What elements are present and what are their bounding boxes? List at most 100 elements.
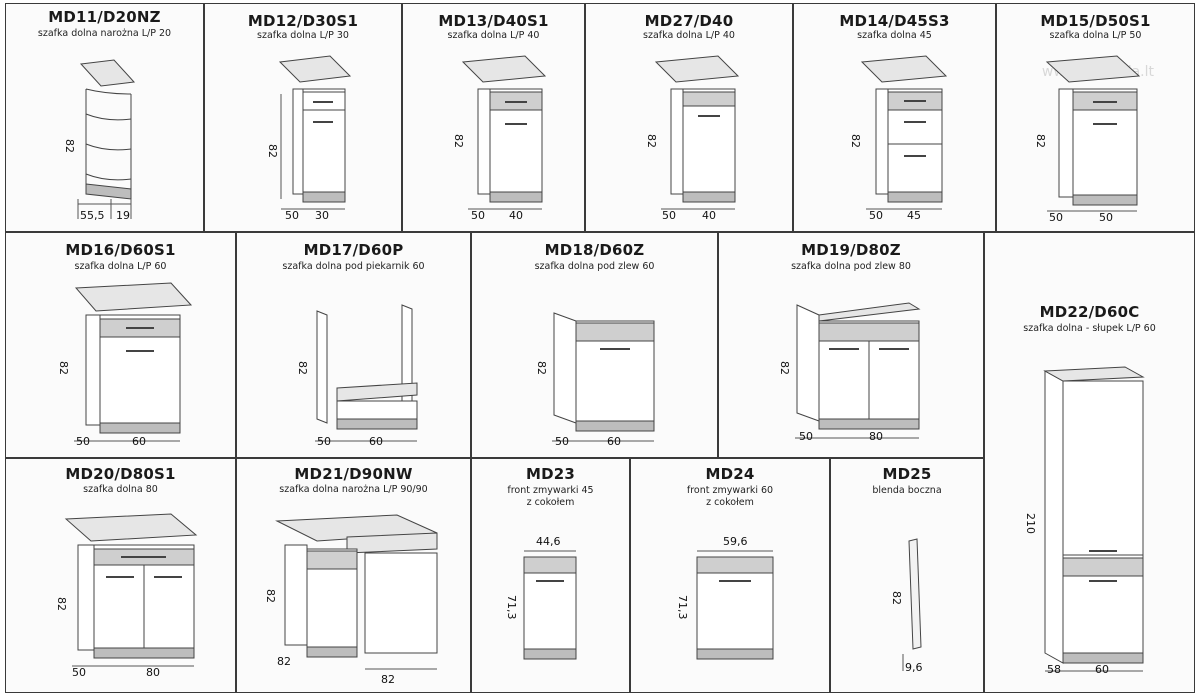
cabinet-desc: szafka dolna L/P 60 [74, 261, 167, 272]
cabinet-code: MD14/D45S3 [839, 12, 950, 30]
cabinet-code: MD25 [882, 465, 932, 483]
cabinet-desc: blenda boczna [872, 485, 942, 496]
width-label: 30 [315, 209, 329, 222]
height-label: 82 [849, 134, 862, 148]
cell-md11[interactable]: MD11/D20NZ szafka dolna narożna L/P 20 8… [5, 3, 204, 232]
depth-label: 50 [317, 435, 331, 448]
depth-label: 50 [471, 209, 485, 222]
cell-md16[interactable]: MD16/D60S1 szafka dolna L/P 60 82 50 60 [5, 232, 236, 458]
depth-label: 50 [285, 209, 299, 222]
depth-label: 50 [555, 435, 569, 448]
cell-md14[interactable]: MD14/D45S3 szafka dolna 45 82 50 45 [793, 3, 996, 232]
depth-label: 50 [662, 209, 676, 222]
height-label: 210 [1024, 513, 1037, 534]
cabinet-code: MD27/D40 [644, 12, 734, 30]
width-label: 60 [369, 435, 383, 448]
cell-md18[interactable]: MD18/D60Z szafka dolna pod zlew 60 82 50… [471, 232, 718, 458]
cell-md21[interactable]: MD21/D90NW szafka dolna narożna L/P 90/9… [236, 458, 471, 693]
height-label: 82 [57, 361, 70, 375]
width-label: 60 [607, 435, 621, 448]
height-label: 82 [452, 134, 465, 148]
cell-md23[interactable]: MD23 front zmywarki 45 z cokołem 44,6 71… [471, 458, 630, 693]
drawing-md22: 210 58 60 [1024, 366, 1145, 676]
width-label: 82 [381, 673, 395, 686]
cell-md22[interactable]: MD22/D60C szafka dolna - słupek L/P 60 2… [984, 232, 1195, 693]
cell-md27[interactable]: MD27/D40 szafka dolna L/P 40 82 50 40 [585, 3, 793, 232]
cabinet-code: MD22/D60C [1039, 303, 1140, 321]
height-label: 82 [264, 589, 277, 603]
cabinet-code: MD17/D60P [303, 241, 404, 259]
cell-md13[interactable]: MD13/D40S1 szafka dolna L/P 40 82 50 40 [402, 3, 585, 232]
drawing-md15: 82 50 50 [1034, 55, 1141, 224]
cabinet-code: MD13/D40S1 [438, 12, 549, 30]
height-label: 82 [55, 597, 68, 611]
depth-label: 50 [72, 666, 86, 679]
drawing-md11: 82 55,5 19 [63, 59, 136, 222]
cabinet-desc: szafka dolna narożna L/P 90/90 [279, 484, 428, 495]
cabinet-code: MD20/D80S1 [65, 465, 176, 483]
depth-label: 50 [1049, 211, 1063, 224]
depth-label: 55,5 [80, 209, 105, 222]
cabinet-desc-2: z cokołem [526, 497, 575, 508]
drawing-md25: 82 9,6 [890, 538, 923, 674]
width-label: 40 [509, 209, 523, 222]
width-label: 40 [702, 209, 716, 222]
drawing-md23: 44,6 71,3 [505, 535, 577, 660]
height-label: 82 [778, 361, 791, 375]
cabinet-code: MD16/D60S1 [65, 241, 176, 259]
depth-label: 82 [277, 655, 291, 668]
depth-label: 50 [869, 209, 883, 222]
drawing-md18: 82 50 60 [535, 312, 655, 448]
cabinet-code: MD12/D30S1 [247, 12, 359, 30]
cabinet-desc: szafka dolna pod zlew 80 [791, 261, 911, 272]
cabinet-code: MD24 [705, 465, 755, 483]
width-label: 9,6 [905, 661, 923, 674]
cell-md24[interactable]: MD24 front zmywarki 60 z cokołem 59,6 71… [630, 458, 830, 693]
drawing-md19: 82 50 80 [778, 302, 921, 443]
cabinet-desc-2: z cokołem [706, 497, 754, 508]
drawing-md17: 82 50 60 [296, 304, 418, 448]
drawing-md12: 82 50 30 [266, 55, 352, 222]
cabinet-desc: szafka dolna 80 [83, 484, 158, 495]
width-label: 80 [869, 430, 883, 443]
height-label: 82 [535, 361, 548, 375]
cabinet-desc: szafka dolna narożna L/P 20 [37, 28, 172, 39]
cell-md12[interactable]: MD12/D30S1 szafka dolna L/P 30 82 50 30 [204, 3, 402, 232]
width-label: 60 [132, 435, 146, 448]
width-label: 59,6 [723, 535, 748, 548]
cabinet-code: MD18/D60Z [544, 241, 645, 259]
height-label: 82 [266, 144, 279, 158]
cabinet-desc: szafka dolna pod zlew 60 [534, 261, 655, 272]
cell-md20[interactable]: MD20/D80S1 szafka dolna 80 82 50 80 [5, 458, 236, 693]
drawing-md21: 82 82 82 [264, 514, 438, 686]
cell-md25[interactable]: MD25 blenda boczna 82 9,6 [830, 458, 984, 693]
cell-md19[interactable]: MD19/D80Z szafka dolna pod zlew 80 82 50… [718, 232, 984, 458]
height-label: 71,3 [505, 595, 518, 620]
width-label: 60 [1095, 663, 1109, 676]
width-label: 45 [907, 209, 921, 222]
drawing-md24: 59,6 71,3 [676, 535, 774, 660]
cell-md17[interactable]: MD17/D60P szafka dolna pod piekarnik 60 … [236, 232, 471, 458]
drawing-md20: 82 50 80 [55, 513, 198, 679]
cabinet-code: MD23 [525, 465, 576, 483]
cell-md15[interactable]: MD15/D50S1 szafka dolna L/P 50 www.slask… [996, 3, 1195, 232]
height-label: 82 [296, 361, 309, 375]
drawing-md14: 82 50 45 [849, 55, 948, 222]
width-label: 19 [116, 209, 130, 222]
cabinet-desc: szafka dolna L/P 50 [1049, 30, 1142, 41]
height-label: 71,3 [676, 595, 689, 620]
cabinet-desc: szafka dolna L/P 30 [257, 30, 349, 41]
cabinet-desc: szafka dolna L/P 40 [447, 30, 540, 41]
cabinet-desc: szafka dolna pod piekarnik 60 [282, 261, 425, 272]
cabinet-desc: szafka dolna - słupek L/P 60 [1023, 323, 1156, 334]
cabinet-code: MD15/D50S1 [1040, 12, 1151, 30]
width-label: 44,6 [536, 535, 561, 548]
depth-label: 58 [1047, 663, 1061, 676]
height-label: 82 [63, 139, 76, 153]
cabinet-desc: front zmywarki 60 [686, 485, 774, 496]
depth-label: 50 [76, 435, 90, 448]
cabinet-code: MD21/D90NW [294, 465, 413, 483]
cabinet-code: MD11/D20NZ [48, 8, 161, 26]
cabinet-desc: szafka dolna L/P 40 [643, 30, 735, 41]
cabinet-desc: szafka dolna 45 [857, 30, 932, 41]
